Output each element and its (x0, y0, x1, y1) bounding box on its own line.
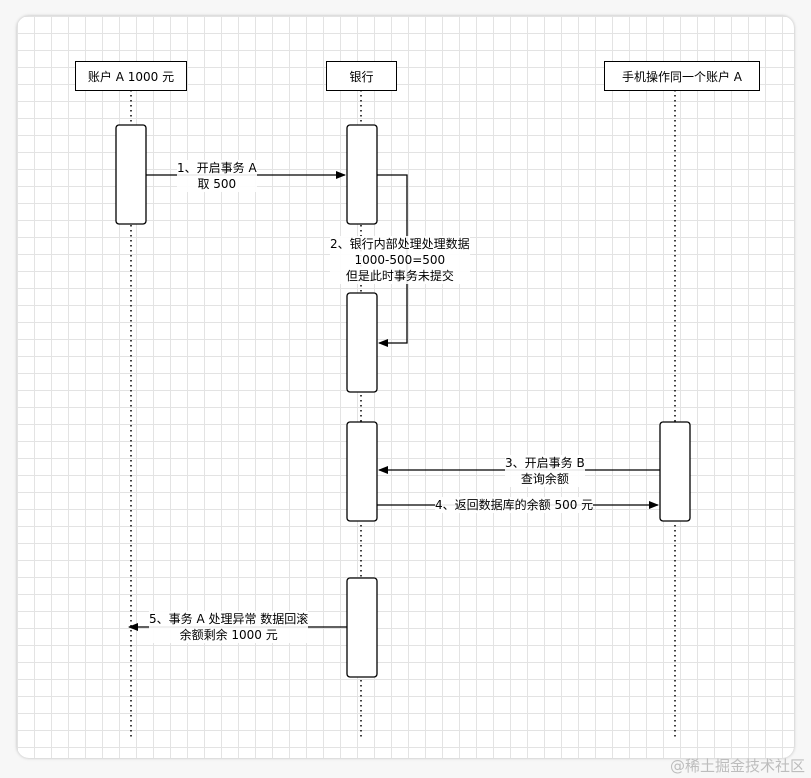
diagram-canvas: 账户 A 1000 元 银行 手机操作同一个账户 A 1、开启事务 A 取 50… (17, 16, 794, 758)
activation-phone (659, 421, 691, 522)
message-2-label: 2、银行内部处理处理数据 1000-500=500 但是此时事务未提交 (330, 236, 470, 284)
activation-bank-4 (346, 577, 378, 678)
message-4-label: 4、返回数据库的余额 500 元 (435, 497, 594, 513)
participant-account: 账户 A 1000 元 (75, 61, 187, 91)
message-3-label: 3、开启事务 B 查询余额 (505, 455, 585, 487)
sequence-diagram (115, 75, 691, 738)
activation-bank-2 (346, 292, 378, 393)
activation-account (115, 124, 147, 225)
participant-phone: 手机操作同一个账户 A (604, 61, 760, 91)
watermark: @稀土掘金技术社区 (669, 757, 805, 775)
message-5-label: 5、事务 A 处理异常 数据回滚 余额剩余 1000 元 (149, 611, 309, 643)
activation-bank-3 (346, 421, 378, 522)
message-1-label: 1、开启事务 A 取 500 (177, 160, 257, 192)
activation-bank-1 (346, 124, 378, 225)
participant-bank: 银行 (326, 61, 397, 91)
